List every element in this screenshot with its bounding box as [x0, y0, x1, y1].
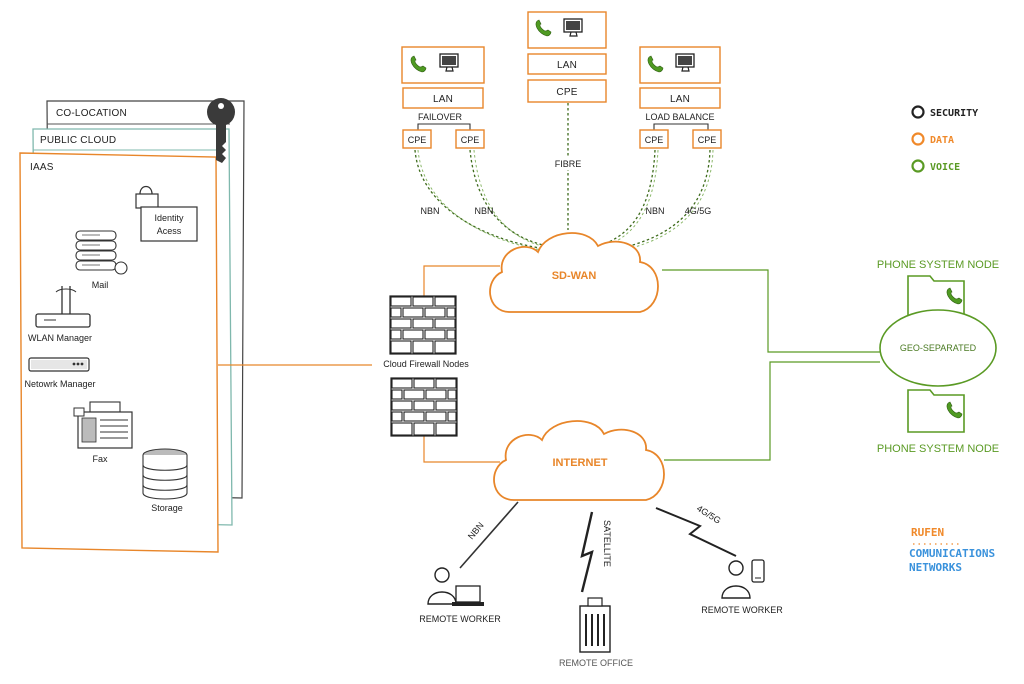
geo-separated-label: GEO-SEPARATED: [900, 343, 977, 353]
link-left-b: [469, 149, 549, 247]
phone-node-top-label: PHONE SYSTEM NODE: [877, 259, 999, 271]
link-right-a: [589, 149, 656, 249]
load-balance-label: LOAD BALANCE: [645, 112, 714, 122]
brand: RUFEN COMUNICATIONS NETWORKS: [909, 526, 995, 574]
identity-access-icon: [140, 206, 198, 242]
brand-line-2: COMUNICATIONS: [909, 547, 995, 560]
fibre-label: FIBRE: [555, 159, 582, 169]
nbn-left-b: NBN: [474, 206, 493, 216]
folder-icon: [907, 389, 965, 433]
4g5g-right: 4G/5G: [685, 206, 712, 216]
remote-worker-left-label: REMOTE WORKER: [419, 614, 501, 624]
storage-label: Storage: [151, 503, 183, 513]
cpe-right-b: CPE: [698, 135, 717, 145]
brand-line-3: NETWORKS: [909, 561, 962, 574]
brand-line-1: RUFEN: [911, 526, 944, 539]
identity-label-2: Acess: [157, 226, 182, 236]
public-cloud-label: PUBLIC CLOUD: [40, 135, 116, 146]
legend: SECURITY DATA VOICE: [911, 105, 978, 173]
storage-icon: [142, 448, 188, 500]
remote-right-link: [655, 507, 737, 557]
wlan-router-icon: [35, 286, 91, 328]
satellite-bolt-icon: [580, 511, 594, 593]
fax-label: Fax: [92, 454, 108, 464]
iaas-label: IAAS: [30, 162, 54, 173]
lan-center: LAN: [557, 60, 577, 71]
sdwan-phone-link: [662, 269, 880, 353]
identity-label-1: Identity: [154, 213, 184, 223]
legend-voice-swatch: [911, 159, 925, 173]
link-left-a: [414, 149, 541, 249]
remote-worker-right-label: REMOTE WORKER: [701, 605, 783, 615]
site-fibre: LAN CPE FIBRE: [527, 11, 607, 170]
legend-security-swatch: [911, 105, 925, 119]
key-icon: [207, 98, 235, 163]
phone-node-bottom: [907, 389, 965, 433]
sdwan-label: SD-WAN: [552, 270, 597, 282]
nbn-left-a: NBN: [420, 206, 439, 216]
phone-node-bottom-label: PHONE SYSTEM NODE: [877, 443, 999, 455]
firewall-bottom-icon: [390, 377, 458, 437]
nbn-right: NBN: [645, 206, 664, 216]
fax-icon: [73, 401, 133, 449]
remote-office-label: REMOTE OFFICE: [559, 658, 633, 668]
mobile-phone-icon: [751, 559, 765, 583]
remote-worker-left-icon: [427, 567, 484, 606]
failover-label: FAILOVER: [418, 112, 463, 122]
satellite-label: SATELLITE: [602, 520, 612, 567]
network-manager-icon: [28, 357, 90, 372]
mail-server-icon: [75, 230, 128, 275]
sdwan-cloud: SD-WAN: [489, 232, 659, 313]
internet-phone-link: [664, 361, 880, 461]
remote-office-icon: [579, 597, 611, 653]
lan-left: LAN: [433, 94, 453, 105]
remote-left-link: [459, 501, 519, 569]
site-failover: LAN FAILOVER CPE CPE NBN NBN: [401, 46, 494, 216]
network-manager-label: Netowrk Manager: [24, 379, 95, 389]
firewall-label: Cloud Firewall Nodes: [383, 359, 469, 369]
firewall-top-icon: [389, 295, 457, 355]
lan-right: LAN: [670, 94, 690, 105]
geo-separated: GEO-SEPARATED: [879, 309, 997, 387]
internet-label: INTERNET: [553, 457, 608, 469]
colocation-label: CO-LOCATION: [56, 108, 127, 119]
remote-worker-right-icon: [721, 559, 765, 599]
site-load-balance: LAN LOAD BALANCE CPE CPE NBN 4G/5G: [639, 46, 722, 216]
remote-left-link-label: NBN: [466, 520, 486, 541]
firewall-internet-link: [423, 434, 500, 463]
cpe-right-a: CPE: [645, 135, 664, 145]
internet-cloud: INTERNET: [493, 420, 665, 501]
identity-access: Identity Acess: [135, 185, 198, 242]
wlan-label: WLAN Manager: [28, 333, 92, 343]
remote-right-link-label: 4G/5G: [695, 503, 723, 526]
link-right-b: [599, 149, 711, 253]
firewall-sdwan-link: [423, 265, 500, 296]
legend-security: SECURITY: [930, 108, 978, 119]
cpe-left-a: CPE: [408, 135, 427, 145]
cpe-center: CPE: [556, 87, 577, 98]
mail-label: Mail: [92, 280, 109, 290]
legend-data: DATA: [930, 135, 954, 146]
cpe-left-b: CPE: [461, 135, 480, 145]
legend-voice: VOICE: [930, 162, 960, 173]
legend-data-swatch: [911, 132, 925, 146]
